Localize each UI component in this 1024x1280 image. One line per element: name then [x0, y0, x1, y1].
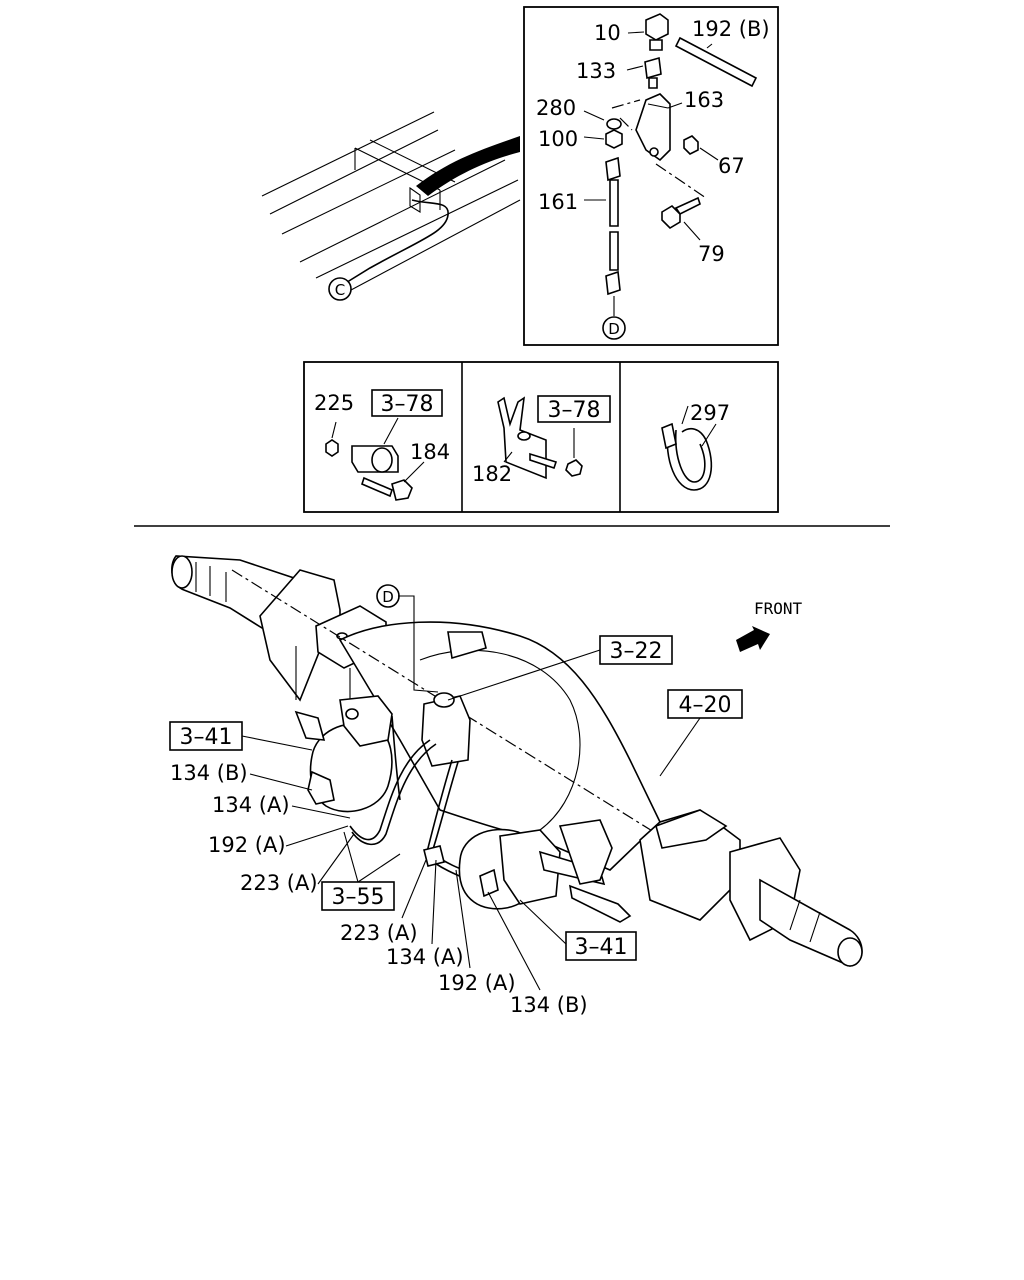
ref-3-22: 3–22: [610, 639, 663, 664]
connector-d-label-detail: D: [608, 320, 620, 338]
callout-280: 280: [536, 96, 576, 120]
ref-box-3-41-right: [565, 931, 637, 961]
callout-79: 79: [698, 242, 725, 266]
clip3-part-297: 297: [690, 401, 730, 425]
ref-4-20: 4–20: [679, 693, 732, 718]
clip2-part-182: 182: [472, 462, 512, 486]
callout-192b: 192 (B): [692, 17, 770, 41]
connector-c-marker: [328, 277, 352, 301]
connector-c-label: C: [335, 281, 345, 299]
frame-rail-view: C: [261, 111, 521, 301]
rear-axle-view: FRONT D 3–22 4–20 3–41 3–55 3–41 134 (B)…: [169, 555, 863, 1017]
front-label: FRONT: [754, 599, 803, 618]
callout-223a-bottom: 223 (A): [340, 921, 418, 945]
callout-134b-bottom: 134 (B): [510, 993, 588, 1017]
clip1-part-225: 225: [314, 391, 354, 415]
ref-3-41-right: 3–41: [575, 935, 628, 960]
callout-223a-left: 223 (A): [240, 871, 318, 895]
ref-box-3-22: [599, 635, 673, 665]
callout-134a-bottom: 134 (A): [386, 945, 464, 969]
callout-161: 161: [538, 190, 578, 214]
ref-box-3-55: [321, 881, 395, 911]
callout-192a-left: 192 (A): [208, 833, 286, 857]
connector-d-label-main: D: [382, 588, 394, 606]
callout-10: 10: [594, 21, 621, 45]
ref-3-55: 3–55: [332, 885, 385, 910]
callout-134b-left: 134 (B): [170, 761, 248, 785]
callout-192a-bottom: 192 (A): [438, 971, 516, 995]
clip1-ref: 3–78: [381, 392, 434, 417]
clip1-part-184: 184: [410, 440, 450, 464]
connector-d-marker-detail: [602, 316, 626, 340]
callout-133: 133: [576, 59, 616, 83]
clip1-ref-box: [371, 389, 443, 417]
clip2-ref: 3–78: [548, 398, 601, 423]
pipe-detail-panel: 10 192 (B) 133 280 163 100 67 161 79 D: [523, 6, 779, 346]
ref-3-41-left: 3–41: [180, 725, 233, 750]
clip-panels: 225 3–78 184 3–78 182 297: [303, 361, 779, 513]
callout-100: 100: [538, 127, 578, 151]
callout-134a-left: 134 (A): [212, 793, 290, 817]
front-arrow-icon: [736, 626, 770, 652]
ref-box-4-20: [667, 689, 743, 719]
clip2-ref-box: [537, 395, 611, 423]
callout-163: 163: [684, 88, 724, 112]
ref-box-3-41-left: [169, 721, 243, 751]
callout-67: 67: [718, 154, 745, 178]
